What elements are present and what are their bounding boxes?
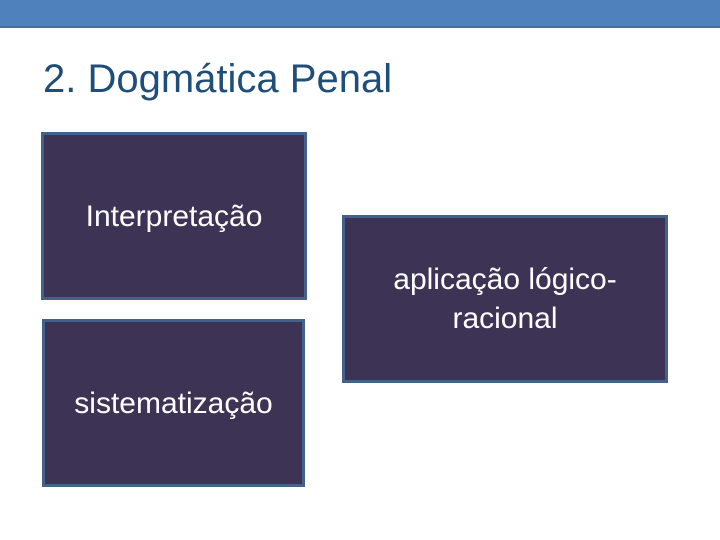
box-sistematizacao-label: sistematização [74,386,273,420]
box-aplicacao-label: aplicação lógico-racional [393,263,617,335]
box-interpretacao: Interpretação [41,132,307,300]
top-accent-bar [0,0,720,28]
box-sistematizacao: sistematização [42,319,305,487]
box-interpretacao-label: Interpretação [85,199,263,233]
slide-title: 2. Dogmática Penal [43,57,393,101]
box-aplicacao-logico-racional: aplicação lógico-racional [342,215,668,383]
